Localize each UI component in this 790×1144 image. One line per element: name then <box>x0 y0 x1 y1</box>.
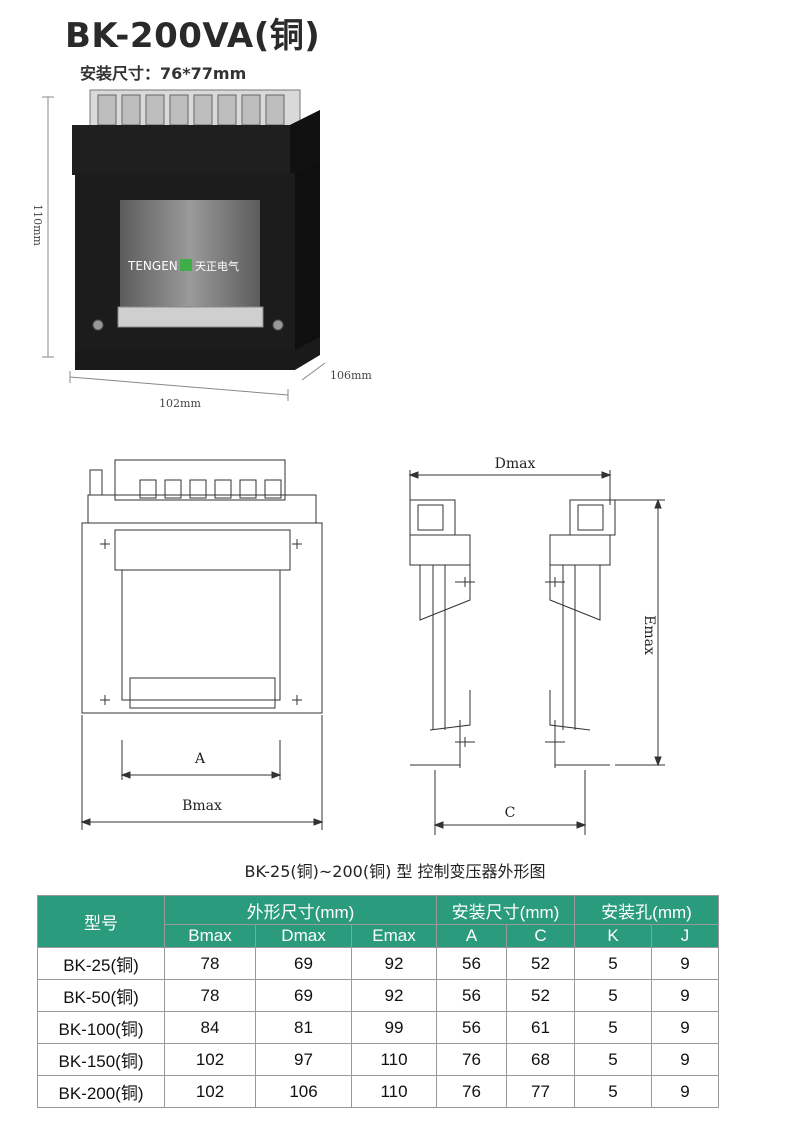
cell-dmax: 97 <box>255 1043 352 1076</box>
cell-j: 9 <box>651 1075 719 1108</box>
header-mount-hole: 安装孔(mm) <box>574 895 719 925</box>
dim-label-dmax: Dmax <box>495 456 536 472</box>
side-view-drawing: Dmax Emax C <box>408 456 665 835</box>
cell-emax: 92 <box>351 979 437 1012</box>
cell-k: 5 <box>574 1043 652 1076</box>
subheader-dmax: Dmax <box>255 924 352 948</box>
cell-k: 5 <box>574 1011 652 1044</box>
cell-a: 76 <box>436 1075 507 1108</box>
header-outer-size: 外形尺寸(mm) <box>164 895 437 925</box>
depth-dimension-label: 106mm <box>330 369 372 382</box>
cell-dmax: 69 <box>255 979 352 1012</box>
cell-emax: 110 <box>351 1043 437 1076</box>
subheader-emax: Emax <box>351 924 437 948</box>
cell-c: 68 <box>506 1043 575 1076</box>
table-row: BK-25(铜) 78 69 92 56 52 5 9 <box>37 947 719 980</box>
header-model: 型号 <box>37 895 165 948</box>
page-title: BK-200VA(铜) <box>65 16 321 56</box>
cell-model: BK-100(铜) <box>37 1011 165 1044</box>
cell-c: 52 <box>506 979 575 1012</box>
cell-a: 56 <box>436 1011 507 1044</box>
cell-model: BK-150(铜) <box>37 1043 165 1076</box>
width-dimension-label: 102mm <box>159 397 201 410</box>
cell-c: 77 <box>506 1075 575 1108</box>
dim-label-bmax: Bmax <box>182 798 222 814</box>
cell-model: BK-200(铜) <box>37 1075 165 1108</box>
spec-table: 型号 外形尺寸(mm) 安装尺寸(mm) 安装孔(mm) Bmax Dmax E… <box>37 895 719 1108</box>
cell-j: 9 <box>651 1043 719 1076</box>
cell-bmax: 84 <box>164 1011 256 1044</box>
cell-dmax: 106 <box>255 1075 352 1108</box>
cell-j: 9 <box>651 979 719 1012</box>
drawing-caption: BK-25(铜)~200(铜) 型 控制变压器外形图 <box>244 862 546 881</box>
cell-dmax: 69 <box>255 947 352 980</box>
table-row: BK-50(铜) 78 69 92 56 52 5 9 <box>37 979 719 1012</box>
dim-label-emax: Emax <box>641 615 657 655</box>
subheader-k: K <box>574 924 652 948</box>
table-row: BK-100(铜) 84 81 99 56 61 5 9 <box>37 1011 719 1044</box>
cell-model: BK-50(铜) <box>37 979 165 1012</box>
height-dimension <box>42 96 54 358</box>
depth-dimension <box>301 362 326 381</box>
cell-c: 61 <box>506 1011 575 1044</box>
table-row: BK-200(铜) 102 106 110 76 77 5 9 <box>37 1075 719 1108</box>
table-row: BK-150(铜) 102 97 110 76 68 5 9 <box>37 1043 719 1076</box>
header-mount-size: 安装尺寸(mm) <box>436 895 575 925</box>
height-dimension-label: 110mm <box>31 204 44 246</box>
dim-label-c: C <box>505 805 516 821</box>
cell-k: 5 <box>574 1075 652 1108</box>
cell-k: 5 <box>574 947 652 980</box>
front-view-drawing: A Bmax <box>80 459 324 830</box>
subheader-c: C <box>506 924 575 948</box>
subheader-j: J <box>651 924 719 948</box>
cell-a: 56 <box>436 947 507 980</box>
cell-a: 76 <box>436 1043 507 1076</box>
width-dimension <box>69 371 289 401</box>
cell-bmax: 78 <box>164 979 256 1012</box>
transformer-photo: 110mm TENGEN 天正电气 102mm <box>31 89 372 410</box>
cell-j: 9 <box>651 1011 719 1044</box>
cell-k: 5 <box>574 979 652 1012</box>
brand-logo-icon <box>180 259 192 271</box>
brand-logo-text: TENGEN <box>127 259 178 273</box>
cell-emax: 110 <box>351 1075 437 1108</box>
cell-emax: 99 <box>351 1011 437 1044</box>
subheader-bmax: Bmax <box>164 924 256 948</box>
mounting-size-subtitle: 安装尺寸：76*77mm <box>80 64 247 83</box>
dim-label-a: A <box>194 751 206 767</box>
cell-bmax: 102 <box>164 1075 256 1108</box>
cell-dmax: 81 <box>255 1011 352 1044</box>
cell-a: 56 <box>436 979 507 1012</box>
cell-bmax: 102 <box>164 1043 256 1076</box>
cell-c: 52 <box>506 947 575 980</box>
cell-emax: 92 <box>351 947 437 980</box>
brand-logo-cn: 天正电气 <box>195 259 239 273</box>
cell-model: BK-25(铜) <box>37 947 165 980</box>
cell-bmax: 78 <box>164 947 256 980</box>
subheader-a: A <box>436 924 507 948</box>
cell-j: 9 <box>651 947 719 980</box>
